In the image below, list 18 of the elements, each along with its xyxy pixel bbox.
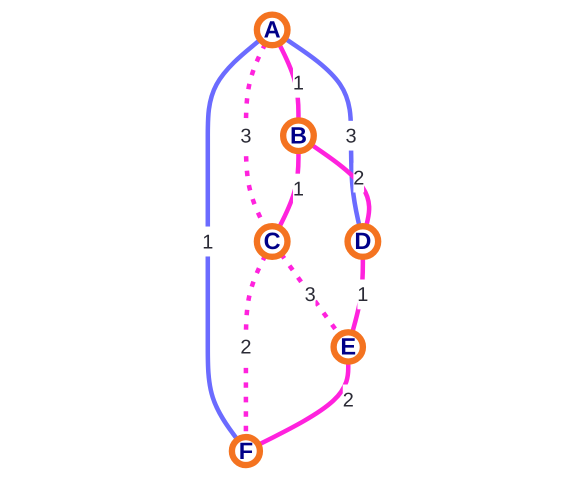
edge-label: 3 <box>240 124 252 148</box>
connector <box>258 362 351 447</box>
node-circle <box>254 11 291 48</box>
connector <box>206 38 262 442</box>
edge-label: 3 <box>304 283 316 306</box>
edge-label: 2 <box>342 388 354 411</box>
edge-label: 2 <box>354 166 365 189</box>
edge-label: 1 <box>202 230 214 253</box>
edge-label: 1 <box>293 71 304 94</box>
node-circle <box>344 223 382 260</box>
node-circle <box>229 434 264 468</box>
edge-label: 1 <box>358 283 369 306</box>
node-circle <box>254 223 291 260</box>
edge-label: 2 <box>240 336 252 358</box>
edge-label: 3 <box>346 124 357 148</box>
node-circle <box>330 329 366 365</box>
edge-label: 1 <box>293 177 304 200</box>
node-circle <box>280 117 318 154</box>
